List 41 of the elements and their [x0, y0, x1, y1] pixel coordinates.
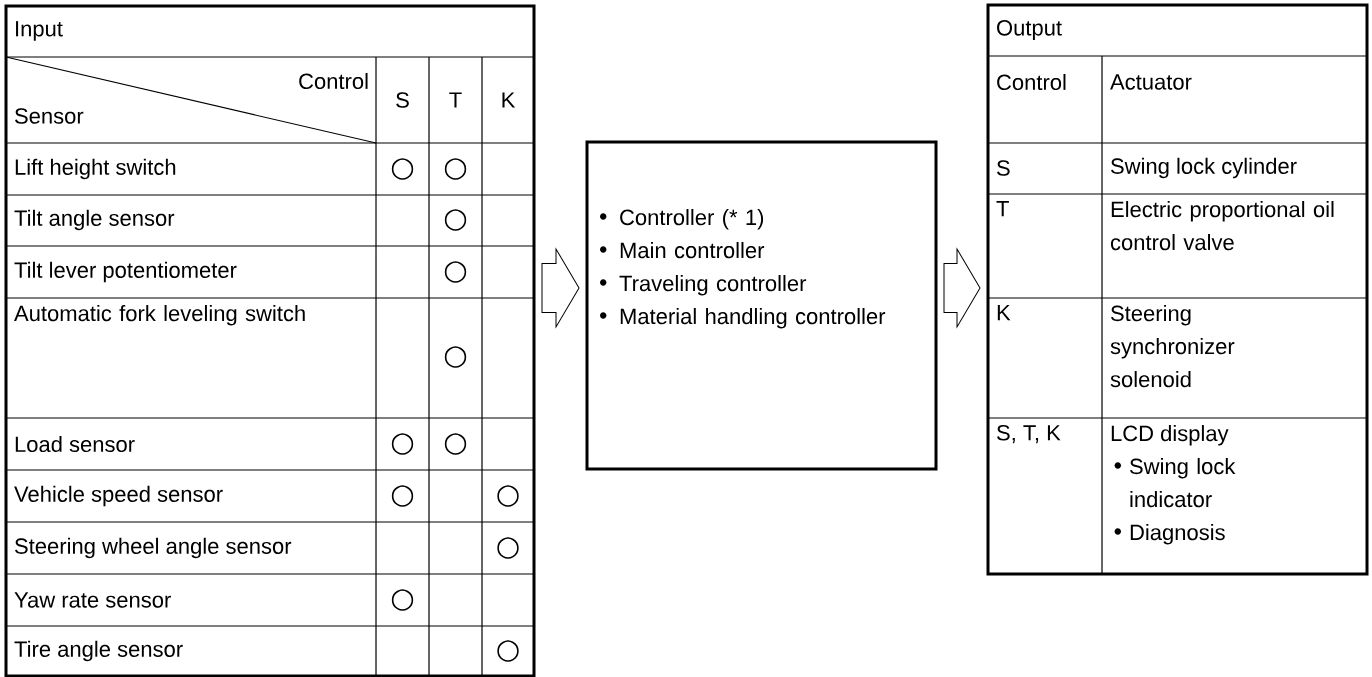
check-mark: ○	[391, 433, 414, 455]
controller-box: Controller (* 1) Main controller Traveling controller Material handling controller	[585, 140, 938, 471]
sensor-name: Load sensor	[15, 435, 135, 453]
sensor-name: Vehicle speed sensor	[14, 485, 223, 507]
check-mark: ○	[391, 589, 414, 611]
check-mark: ○	[444, 158, 467, 180]
check-mark: ○	[497, 485, 519, 507]
bullet-item: Diagnosis	[1114, 524, 1225, 545]
column-heading: Control	[997, 73, 1066, 91]
column-heading: T	[449, 92, 462, 108]
check-mark: ○	[444, 209, 467, 231]
check-mark: ○	[391, 158, 414, 180]
column-heading: Actuator	[1110, 74, 1192, 90]
check-mark: ○	[391, 485, 414, 507]
column-heading: S	[396, 92, 409, 108]
sensor-name: Lift height switch	[15, 158, 176, 180]
sensor-name: Tilt lever potentiometer	[14, 261, 237, 283]
check-mark: ○	[444, 433, 467, 455]
control-letter: S	[997, 160, 1010, 176]
sensor-name: Automatic fork leveling switch	[14, 305, 305, 326]
check-mark: ○	[497, 640, 519, 662]
sensor-name: Yaw rate sensor	[14, 592, 171, 608]
check-mark: ○	[444, 346, 467, 368]
bullet-item: Swing lock indicator	[1114, 458, 1236, 508]
actuator-name: Electric proportional oil control valve	[1110, 201, 1334, 251]
sensor-name: Tilt angle sensor	[14, 209, 175, 231]
row-heading: Sensor	[15, 108, 84, 124]
control-letter: T	[996, 201, 1009, 217]
sensor-name: Tire angle sensor	[14, 640, 183, 662]
block-arrow	[943, 248, 981, 328]
actuator-name: Swing lock cylinder	[1111, 157, 1297, 179]
block-arrow	[541, 248, 580, 328]
actuator-name: Steering synchronizer solenoid	[1110, 305, 1235, 388]
column-heading: Control	[299, 72, 368, 90]
actuator-name: LCD display	[1111, 425, 1229, 446]
control-letter: K	[997, 305, 1011, 321]
control-letter: S, T, K	[997, 425, 1061, 444]
check-mark: ○	[497, 537, 519, 559]
sensor-name: Steering wheel angle sensor	[15, 537, 292, 559]
check-mark: ○	[444, 261, 467, 283]
column-heading: K	[502, 92, 516, 108]
